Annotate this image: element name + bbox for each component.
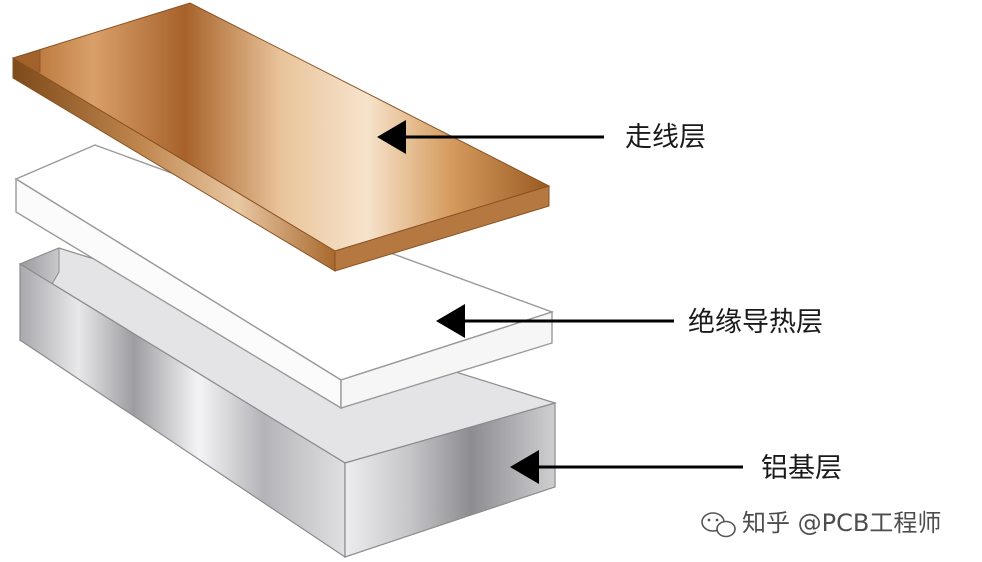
arrow-aluminum-layer [510, 450, 743, 484]
insulation-layer-slab [14, 144, 555, 410]
label-insulation-layer: 绝缘导热层 [688, 307, 823, 338]
aluminum-end-face [344, 402, 556, 558]
copper-end-edge [334, 185, 550, 272]
label-trace-layer: 走线层 [625, 122, 706, 153]
arrow-trace-layer [377, 120, 604, 154]
label-aluminum-layer: 铝基层 [761, 453, 842, 484]
watermark-text: 知乎 @PCB工程师 [742, 509, 941, 537]
arrow-insulation-layer [436, 304, 674, 338]
copper-trace-slab [11, 2, 551, 272]
wechat-icon [701, 512, 736, 538]
insulation-end-edge [340, 311, 553, 409]
